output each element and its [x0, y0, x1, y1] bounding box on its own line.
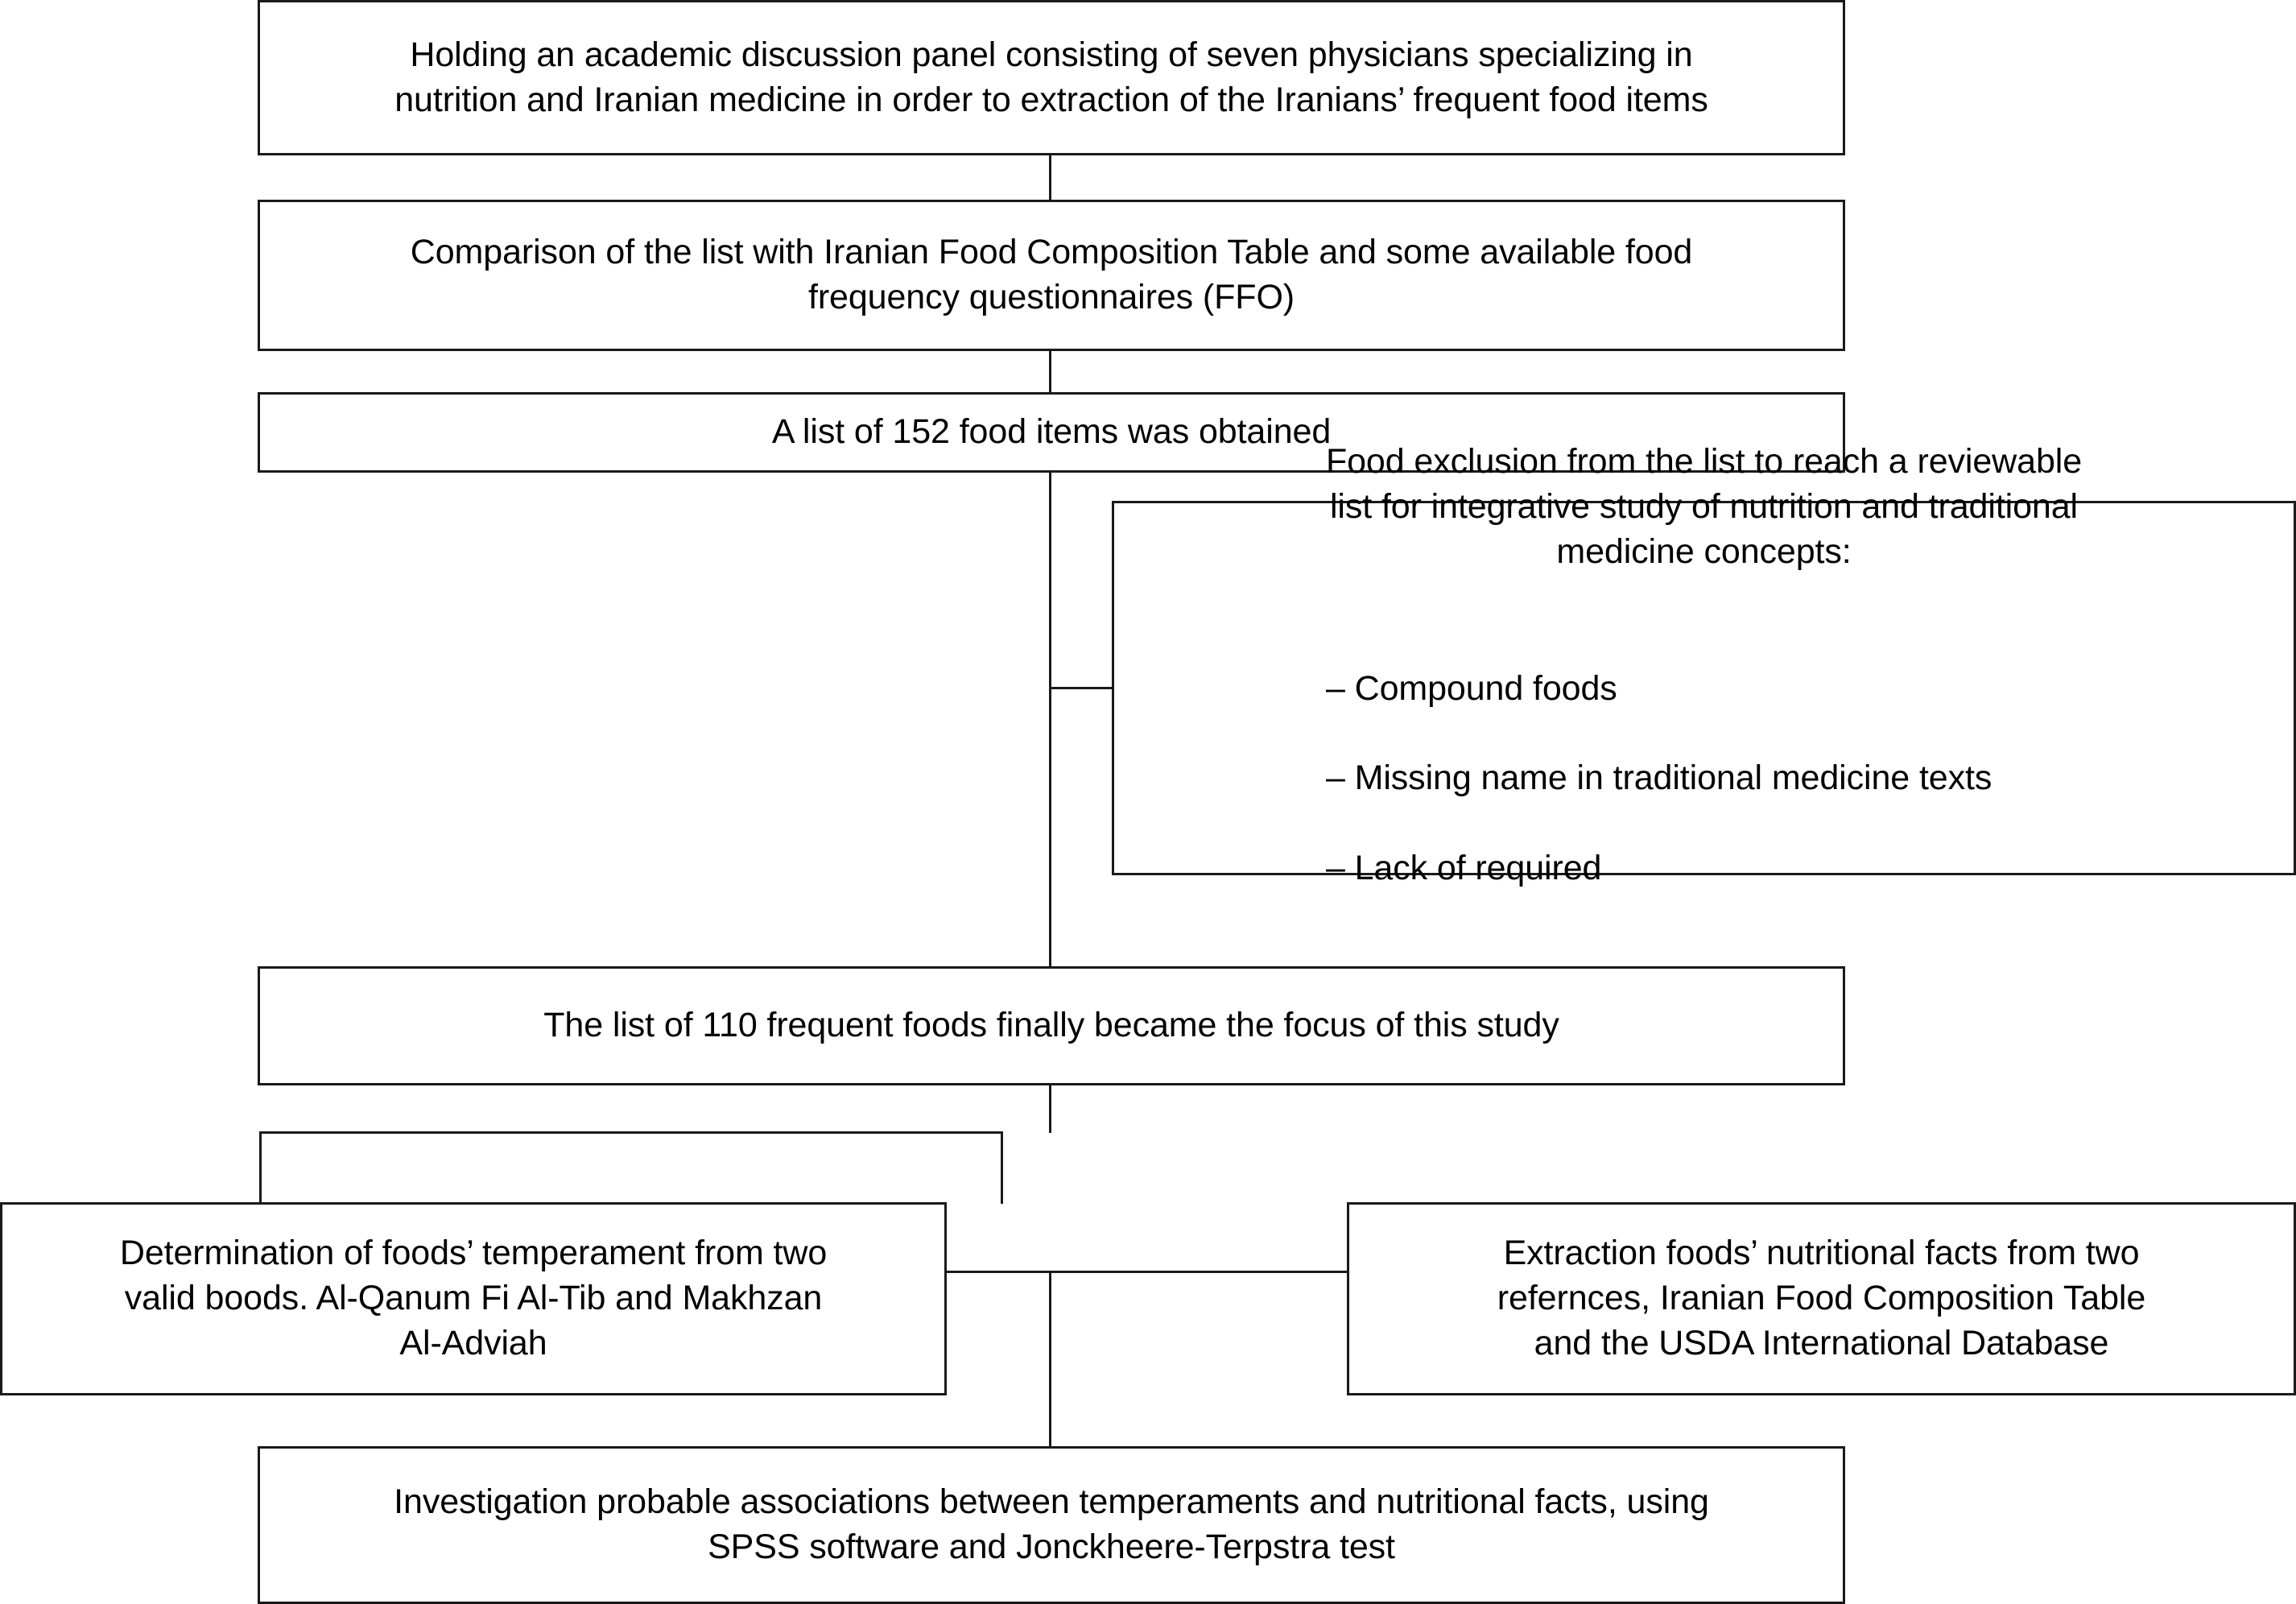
connector-merge-to-investigation: [1049, 1271, 1051, 1448]
node-nutritional-facts-extraction: Extraction foods’ nutritional facts from…: [1347, 1202, 2296, 1395]
connector-panel-to-comparison: [1049, 153, 1051, 201]
node-investigation-text: Investigation probable associations betw…: [394, 1482, 1709, 1566]
node-list-110-text: The list of 110 frequent foods finally b…: [543, 1006, 1559, 1045]
connector-merge-bar: [942, 1271, 1361, 1273]
node-academic-panel-text: Holding an academic discussion panel con…: [394, 35, 1708, 119]
node-comparison-text: Comparison of the list with Iranian Food…: [410, 233, 1693, 316]
node-temperament-determination: Determination of foods’ temperament from…: [0, 1202, 947, 1395]
node-food-exclusion: Food exclusion from the list to reach a …: [1112, 442, 2296, 887]
connector-split-right-leg: [1001, 1131, 1003, 1204]
node-food-exclusion-list: – Compound foods – Missing name in tradi…: [1326, 622, 2082, 936]
node-investigation: Investigation probable associations betw…: [258, 1446, 1845, 1604]
node-list-110: The list of 110 frequent foods finally b…: [258, 966, 1845, 1085]
node-list-152: A list of 152 food items was obtained: [258, 392, 1845, 473]
node-temperament-determination-text: Determination of foods’ temperament from…: [119, 1234, 828, 1362]
node-nutritional-facts-extraction-text: Extraction foods’ nutritional facts from…: [1497, 1234, 2146, 1362]
node-food-exclusion-text: Food exclusion from the list to reach a …: [1305, 395, 2103, 982]
list-item: – Compound foods: [1325, 668, 1617, 708]
connector-exclusion-stub: [1049, 687, 1113, 689]
connector-comparison-to-list152: [1049, 349, 1051, 393]
node-list-152-text: A list of 152 food items was obtained: [771, 412, 1332, 452]
connector-list152-to-branch: [1049, 471, 1051, 966]
list-item: – Lack of required: [1325, 849, 1602, 888]
node-comparison: Comparison of the list with Iranian Food…: [258, 200, 1845, 351]
node-academic-panel: Holding an academic discussion panel con…: [258, 0, 1845, 155]
connector-list110-to-split: [1049, 1083, 1051, 1133]
connector-split-left-leg: [259, 1131, 262, 1204]
connector-split-bar: [259, 1131, 1003, 1134]
list-item: – Missing name in traditional medicine t…: [1325, 759, 1992, 798]
node-food-exclusion-heading: Food exclusion from the list to reach a …: [1325, 442, 2083, 571]
